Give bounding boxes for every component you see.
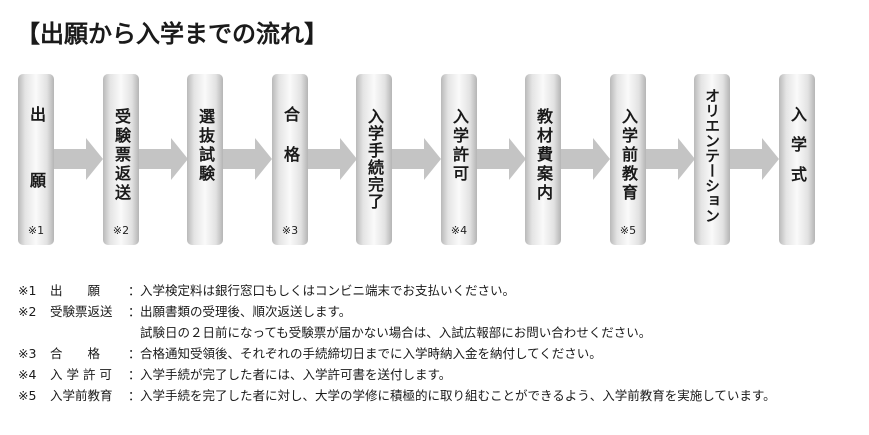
note-key: 入学前教育 — [50, 388, 113, 403]
note-text: 入学手続を完了した者に対し、大学の学修に積極的に取り組むことができるよう、入学前… — [140, 388, 776, 403]
step-label: オリエンテーション — [703, 88, 721, 223]
note-text: 入学検定料は銀行窓口もしくはコンビニ端末でお支払いください。 — [140, 283, 516, 298]
step-application: 出願 ※1 — [18, 74, 54, 245]
step-enrollment-complete: 入学手続完了 — [356, 74, 392, 245]
note-colon: ： — [128, 283, 141, 298]
note-item: ※3 合 格 ： 合格通知受領後、それぞれの手続締切日までに入学時納入金を納付し… — [18, 343, 863, 364]
step-label: 教材費案内 — [534, 108, 553, 203]
arrow-right-icon — [730, 136, 780, 182]
step-pass: 合格 ※3 — [272, 74, 308, 245]
note-mark: ※4 — [18, 367, 37, 382]
note-key: 入 学 許 可 — [50, 367, 112, 382]
step-label: 入学許可 — [450, 108, 469, 184]
arrow-right-icon — [646, 136, 696, 182]
arrow-right-icon — [223, 136, 273, 182]
step-orientation: オリエンテーション — [694, 74, 730, 245]
step-selection-exam: 選抜試験 — [187, 74, 223, 245]
note-item: 試験日の２日前になっても受験票が届かない場合は、入試広報部にお問い合わせください… — [18, 322, 863, 343]
note-colon: ： — [128, 388, 141, 403]
note-key: 合 格 — [50, 346, 101, 361]
arrow-right-icon — [54, 136, 104, 182]
note-mark: ※2 — [18, 304, 37, 319]
note-key: 出 願 — [50, 283, 101, 298]
page-title: 【出願から入学までの流れ】 — [16, 20, 328, 48]
note-mark: ※5 — [18, 388, 37, 403]
note-item: ※2 受験票返送 ： 出願書類の受理後、順次返送します。 — [18, 301, 863, 322]
step-materials-info: 教材費案内 — [525, 74, 561, 245]
step-note: ※3 — [281, 224, 299, 237]
step-label: 入学前教育 — [619, 108, 638, 203]
step-label: 出願 — [27, 106, 46, 238]
step-note: ※1 — [27, 224, 45, 237]
step-pre-entry-education: 入学前教育 ※5 — [610, 74, 646, 245]
step-entrance-ceremony: 入学式 — [779, 74, 815, 245]
step-label: 入学手続完了 — [365, 108, 384, 210]
note-item: ※1 出 願 ： 入学検定料は銀行窓口もしくはコンビニ端末でお支払いください。 — [18, 280, 863, 301]
notes-list: ※1 出 願 ： 入学検定料は銀行窓口もしくはコンビニ端末でお支払いください。 … — [18, 280, 863, 406]
arrow-right-icon — [139, 136, 189, 182]
note-text: 合格通知受領後、それぞれの手続締切日までに入学時納入金を納付してください。 — [140, 346, 602, 361]
arrow-right-icon — [392, 136, 442, 182]
arrow-right-icon — [477, 136, 527, 182]
note-item: ※5 入学前教育 ： 入学手続を完了した者に対し、大学の学修に積極的に取り組むこ… — [18, 385, 863, 406]
note-colon: ： — [128, 304, 141, 319]
step-note: ※5 — [619, 224, 637, 237]
note-colon: ： — [128, 346, 141, 361]
note-text: 入学手続が完了した者には、入学許可書を送付します。 — [140, 367, 452, 382]
arrow-right-icon — [308, 136, 358, 182]
flow-diagram: 出願 ※1 受験票返送 ※2 選抜試験 合格 ※3 入学手続完了 — [0, 74, 869, 248]
note-mark: ※3 — [18, 346, 37, 361]
note-colon: ： — [128, 367, 141, 382]
arrow-right-icon — [561, 136, 611, 182]
note-text: 出願書類の受理後、順次返送します。 — [140, 304, 352, 319]
step-label: 合格 — [281, 106, 300, 186]
step-ticket-return: 受験票返送 ※2 — [103, 74, 139, 245]
step-label: 受験票返送 — [112, 108, 131, 203]
step-note: ※2 — [112, 224, 130, 237]
step-label: 選抜試験 — [196, 108, 215, 184]
note-mark: ※1 — [18, 283, 37, 298]
step-label: 入学式 — [788, 106, 807, 196]
note-key: 受験票返送 — [50, 304, 113, 319]
step-note: ※4 — [450, 224, 468, 237]
note-item: ※4 入 学 許 可 ： 入学手続が完了した者には、入学許可書を送付します。 — [18, 364, 863, 385]
step-admission-permit: 入学許可 ※4 — [441, 74, 477, 245]
note-text: 試験日の２日前になっても受験票が届かない場合は、入試広報部にお問い合わせください… — [140, 325, 652, 340]
